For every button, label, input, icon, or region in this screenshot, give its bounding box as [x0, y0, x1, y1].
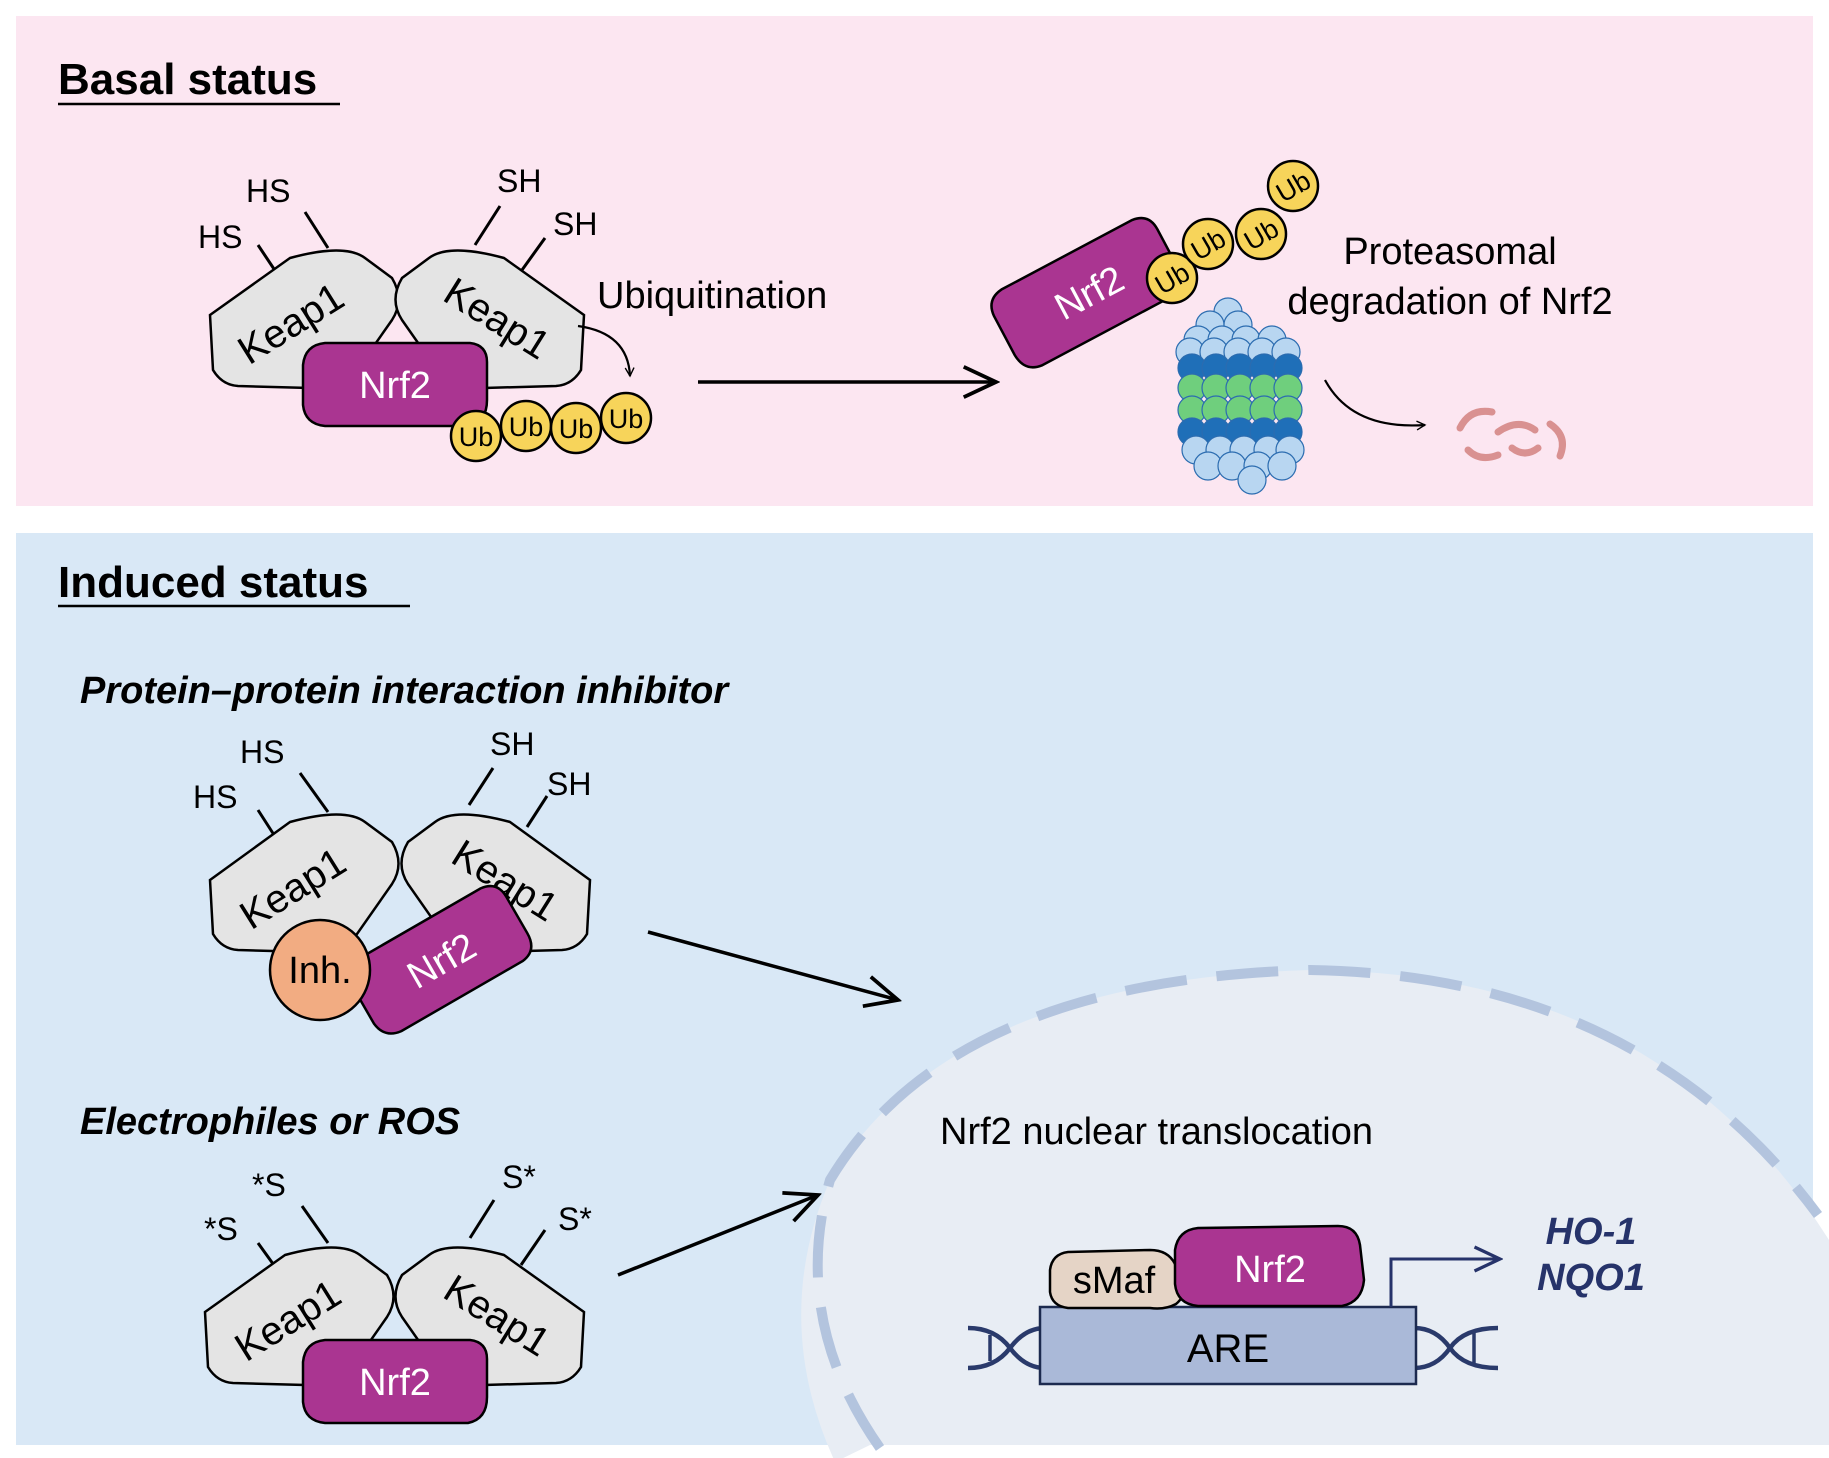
smaf-label: sMaf [1073, 1260, 1156, 1302]
gene-ho1: HO-1 [1546, 1211, 1637, 1253]
gene-nqo1: NQO1 [1537, 1257, 1645, 1299]
thiol-label: HS [193, 779, 237, 815]
basal-panel: Basal status HS HS SH SH Keap1 Keap1 Nrf… [16, 16, 1813, 506]
thiol-stick [467, 767, 495, 806]
dna-left-icon [967, 1325, 1046, 1371]
keap1-left [208, 813, 400, 955]
induced-title: Induced status [58, 558, 369, 607]
dna-right-icon [1413, 1325, 1499, 1371]
thiol-label: *S [204, 1211, 238, 1247]
basal-title: Basal status [58, 55, 317, 104]
thiol-stick [520, 237, 547, 271]
nrf2 [301, 1338, 489, 1425]
inhibitor [268, 918, 372, 1022]
ub-chain: Ub Ub Ub Ub [449, 391, 653, 463]
nuclear-nrf2-label: Nrf2 [1234, 1249, 1306, 1291]
thiol-stick [468, 1199, 496, 1239]
are-label: ARE [1187, 1327, 1269, 1371]
inhibitor-label: Inh. [288, 950, 351, 992]
thiol-label: HS [198, 219, 242, 255]
ppi-complex: HS HS SH SH Keap1 Keap1 Nrf2 Inh. [193, 726, 591, 1035]
ub-circle [549, 401, 603, 455]
tagged-nrf2: Nrf2 [990, 216, 1183, 369]
thiol-stick [525, 795, 549, 828]
nucleus-label: Nrf2 nuclear translocation [940, 1111, 1373, 1153]
thiol-label: SH [490, 726, 534, 762]
degradation-label-line2: degradation of Nrf2 [1287, 281, 1612, 323]
are-box [1038, 1305, 1418, 1386]
thiol-stick [473, 205, 502, 246]
nrf2-label: Nrf2 [359, 365, 431, 407]
proteasome-subunit [1267, 451, 1297, 481]
proteasome-icon [1175, 297, 1305, 495]
ub-label: Ub [509, 412, 544, 442]
tagged-ub-chain: Ub Ub Ub Ub [1145, 159, 1320, 305]
ppi-title: Protein–protein interaction inhibitor [80, 670, 730, 712]
thiol-label: *S [252, 1167, 286, 1203]
thiol-label: HS [240, 734, 284, 770]
electrophile-complex: *S *S S* S* Keap1 Keap1 Nrf2 [203, 1159, 592, 1425]
degradation-arrow [1324, 379, 1427, 431]
smaf [1048, 1248, 1186, 1310]
nucleus-envelope [812, 964, 1823, 1451]
basal-complex: HS HS SH SH Keap1 Keap1 Nrf2 Ub Ub Ub Ub [198, 163, 653, 463]
ub-label: Ub [609, 404, 644, 434]
thiol-stick [256, 244, 278, 273]
electrophile-title: Electrophiles or ROS [80, 1101, 460, 1143]
thiol-label: HS [246, 173, 290, 209]
electrophile-arrow [617, 1195, 818, 1277]
ub-label: Ub [559, 414, 594, 444]
ppi-arrow [647, 930, 898, 1000]
thiol-stick [300, 1205, 330, 1244]
ubiquitination-label: Ubiquitination [597, 275, 827, 317]
ub-label: Ub [459, 422, 494, 452]
induced-panel: Induced status Protein–protein interacti… [16, 533, 1829, 1458]
nrf2-label: Nrf2 [359, 1362, 431, 1404]
transcription-arrow [1389, 1259, 1500, 1307]
thiol-stick [519, 1229, 547, 1266]
thiol-label: S* [502, 1159, 536, 1195]
ub-circle [1181, 217, 1235, 271]
thiol-label: S* [558, 1201, 592, 1237]
peptide-fragments-icon [1456, 407, 1566, 462]
ub-circle [1145, 251, 1199, 305]
proteasome-subunit [1237, 465, 1267, 495]
ub-circle [1234, 207, 1288, 261]
thiol-label: SH [553, 206, 597, 242]
thiol-label: SH [497, 163, 541, 199]
degradation-label-line1: Proteasomal [1343, 231, 1556, 273]
thiol-stick [303, 211, 330, 249]
ub-circle [1266, 159, 1320, 213]
thiol-label: SH [547, 766, 591, 802]
nuclear-nrf2 [1173, 1224, 1366, 1308]
ubiquitination-arrow [577, 324, 635, 378]
nrf2: Nrf2 [348, 884, 533, 1035]
ub-circle [599, 391, 653, 445]
ub-circle [449, 409, 503, 463]
thiol-stick [298, 772, 330, 813]
